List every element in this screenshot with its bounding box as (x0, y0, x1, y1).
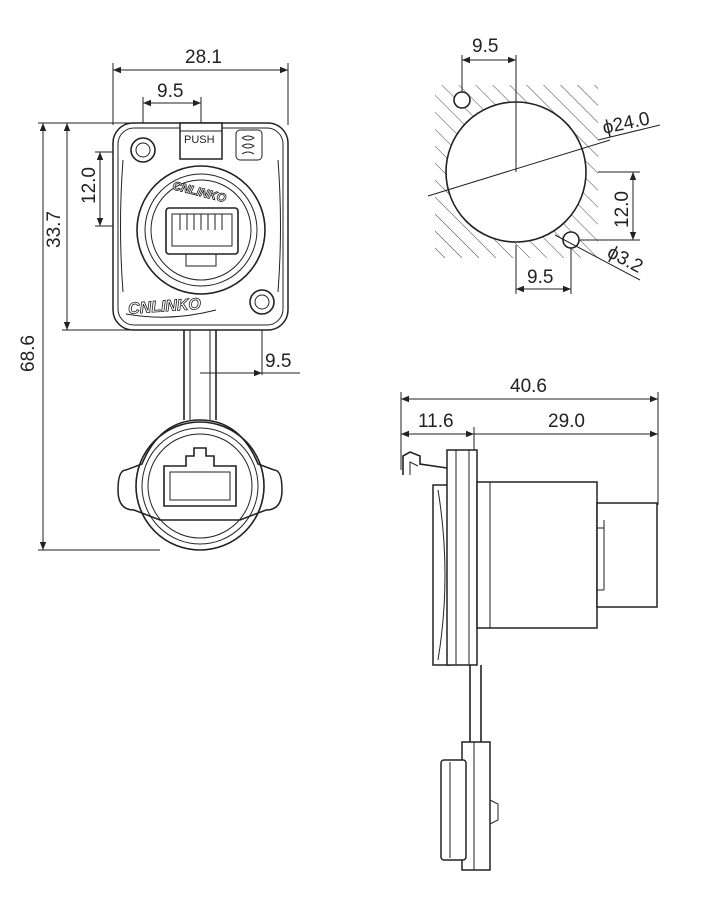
side-flange (446, 449, 478, 666)
lock-indicator-icon (235, 129, 263, 161)
mounting-hole-bottom-right (249, 289, 275, 315)
dim-front-vertical-offset: 12.0 (79, 167, 100, 204)
dim-front-hole-spacing-top: 9.5 (157, 81, 183, 102)
front-view: 28.1 9.5 68.6 33.7 12.0 9.5 PUSH CNLINKO (18, 47, 300, 551)
side-strap (469, 665, 482, 745)
dim-front-hole-spacing-bottom: 9.5 (265, 351, 291, 372)
dim-cutout-vertical-offset: 12.0 (612, 191, 633, 228)
dim-front-total-height: 68.6 (18, 335, 39, 372)
cap-rj45-plug-shape (163, 447, 237, 507)
push-label: PUSH (184, 134, 215, 146)
side-view: 40.6 11.6 29.0 (400, 376, 659, 871)
mounting-hole-top-left (130, 137, 156, 163)
brand-logo-bottom: CNLINKO (128, 296, 202, 318)
dim-side-rear-part: 29.0 (548, 411, 585, 432)
dim-side-total-length: 40.6 (510, 376, 547, 397)
receptacle-ring (136, 165, 266, 295)
panel-cutout-view: 9.5 ϕ24.0 12.0 ϕ3.2 9.5 (427, 36, 661, 294)
side-rear-block (596, 502, 658, 608)
dim-cutout-hole-offset-top: 9.5 (472, 36, 498, 57)
dim-cutout-main-diameter: ϕ24.0 (601, 108, 652, 138)
dim-side-front-part: 11.6 (418, 411, 454, 432)
dim-cutout-hole-offset-bottom: 9.5 (527, 267, 553, 288)
dim-front-width: 28.1 (185, 47, 222, 68)
dust-cap (117, 419, 283, 521)
dim-front-flange-height: 33.7 (44, 211, 65, 248)
side-latch (402, 451, 448, 475)
side-body (476, 481, 598, 629)
